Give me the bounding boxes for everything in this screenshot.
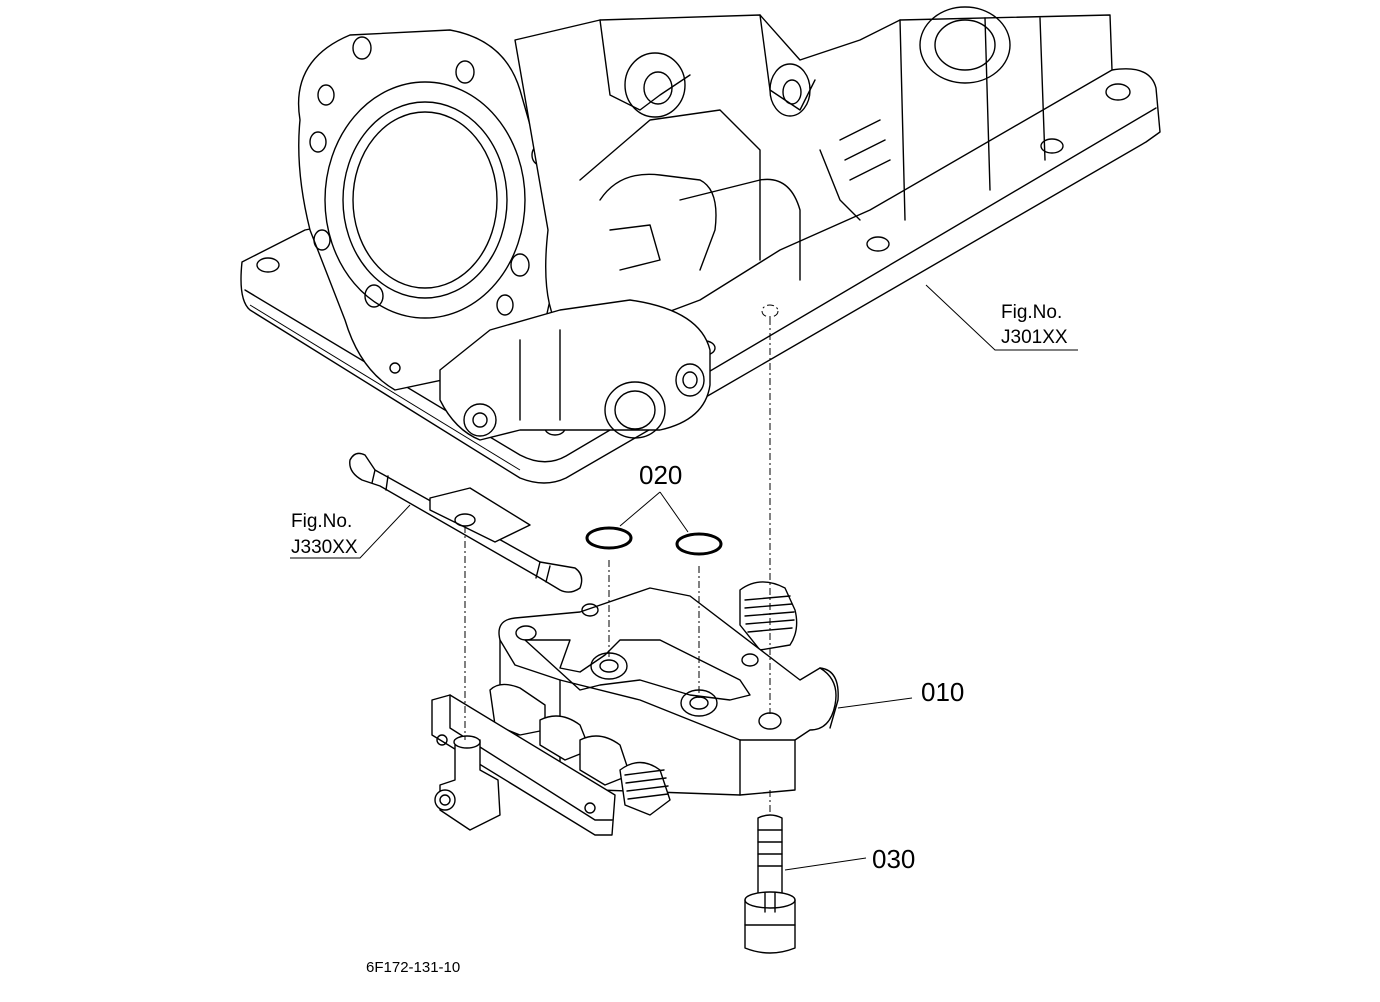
fig-ref-1-line1: Fig.No. <box>1001 302 1062 323</box>
o-ring-left <box>585 526 633 550</box>
center-lines <box>464 318 771 815</box>
bolt <box>744 814 867 954</box>
shift-rod <box>290 452 583 593</box>
o-ring-right <box>675 532 723 556</box>
labels: Fig.No. J301XX Fig.No. J330XX 020 010 03… <box>291 302 1068 976</box>
callout-020: 020 <box>639 460 682 490</box>
fig-ref-2-line1: Fig.No. <box>291 511 352 532</box>
transmission-case <box>240 6 1161 484</box>
drawing-code: 6F172-131-10 <box>366 959 460 976</box>
fig-ref-1-line2: J301XX <box>1001 327 1068 348</box>
valve-body <box>431 581 913 836</box>
callout-010: 010 <box>921 677 964 707</box>
o-rings <box>585 491 723 556</box>
callout-030: 030 <box>872 844 915 874</box>
fig-ref-2-line2: J330XX <box>291 537 358 558</box>
